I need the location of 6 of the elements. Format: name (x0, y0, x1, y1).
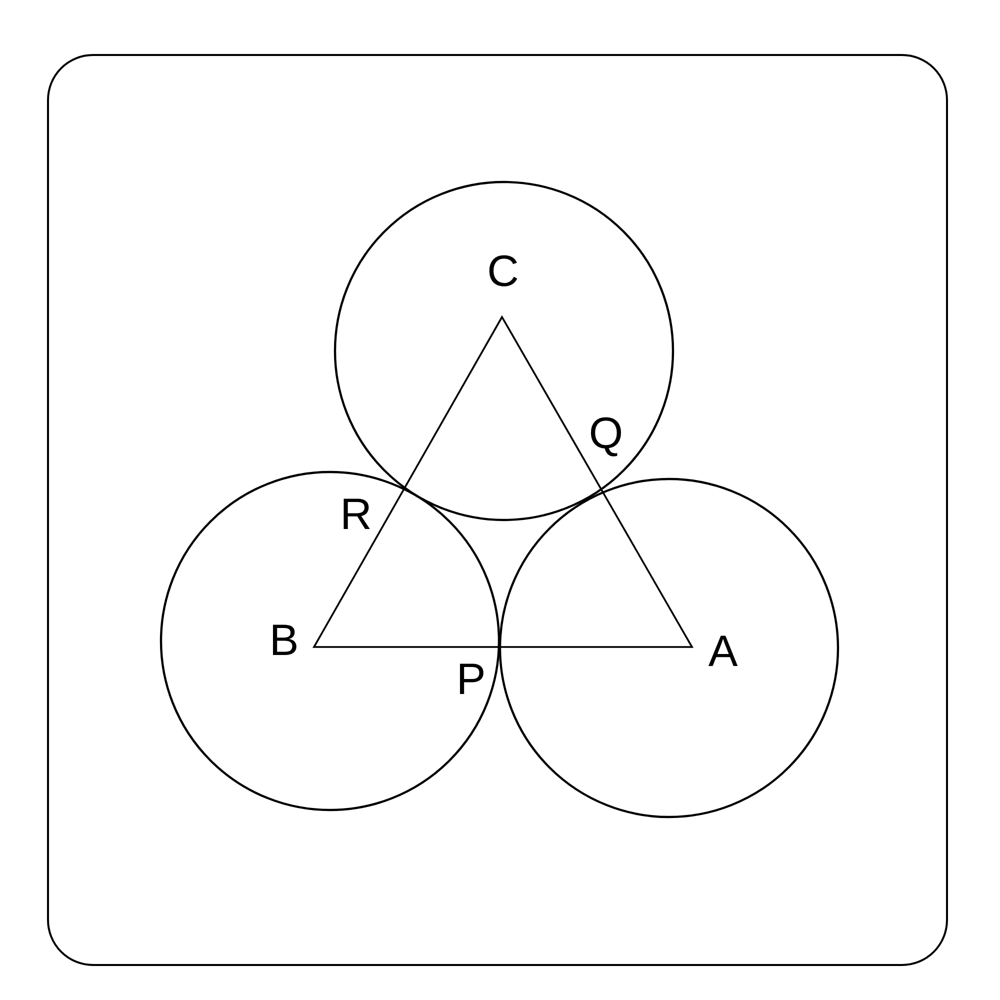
point-label: Q (588, 412, 624, 456)
point-label: A (708, 630, 738, 674)
point-label: P (456, 658, 486, 702)
point-label: B (269, 619, 299, 663)
point-label: R (340, 493, 372, 537)
point-label: C (487, 250, 519, 294)
